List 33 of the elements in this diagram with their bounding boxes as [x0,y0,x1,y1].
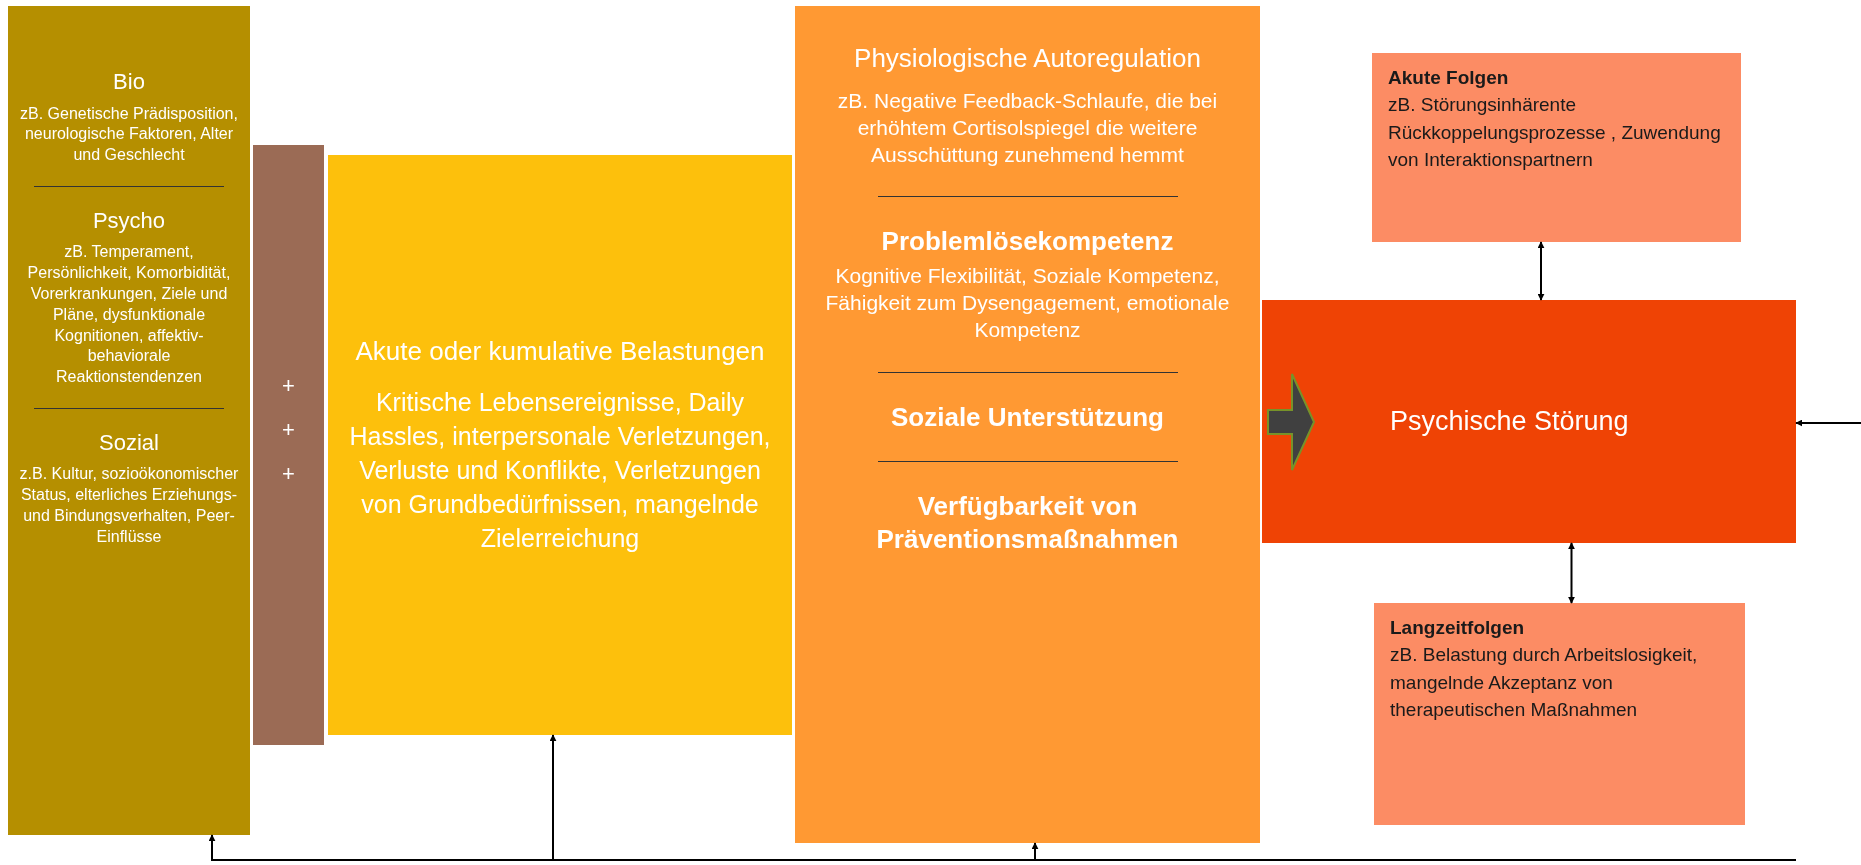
arrow [1568,542,1575,604]
box-text: Kognitive Flexibilität, Soziale Kompetenz, Fähigkeit zum Dysengagement, emotionale Kompetenz [824,262,1231,344]
arrow [1031,842,1797,861]
section-text: zB. Temperament, Persönlichkeit, Komorbidität, Vorerkrankungen, Ziele und Pläne, dysfunktionale Kognitionen, affektiv-behaviorale Reaktionstendenzen [26,242,232,388]
plus-sign: + [282,463,295,485]
box-text: zB. Störungsinhärente Rückkoppelungsprozesse , Zuwendung von Interaktionspartnern [1388,93,1722,173]
box-heading: Psychische Störung [1390,405,1629,439]
box-heading: Akute oder kumulative Belastungen [354,335,766,369]
box-heading: Soziale Unterstützung [890,400,1165,434]
arrow [1537,241,1545,301]
consequence-box [1372,53,1741,242]
section-heading: Bio [112,68,146,96]
box-heading: Verfügbarkeit von Präventionsmaßnahmen [875,490,1180,556]
section-heading: Psycho [91,206,167,235]
section-text: z.B. Kultur, sozioökonomischer Status, elterliches Erziehungs- und Bindungsverhalten, Peer-Einflüsse [18,464,240,547]
box-heading: Langzeitfolgen [1390,616,1526,640]
arrow [1795,419,1861,427]
factor-column [8,6,250,835]
stress-box [328,155,792,735]
resource-box [795,6,1260,843]
section-heading: Sozial [98,428,160,457]
disorder-box [1262,300,1796,543]
box-heading: Akute Folgen [1388,66,1510,90]
box-text: zB. Negative Feedback-Schlaufe, die bei erhöhtem Cortisolspiegel die weitere Ausschüttung zunehmend hemmt [836,87,1219,169]
consequence-box [1374,603,1745,825]
box-heading: Physiologische Autoregulation [853,42,1202,75]
box-text: Kritische Lebensereignisse, Daily Hassles, interpersonale Verletzungen, Verluste und Konflikte, Verletzungen von Grundbedürfnissen, mangelnde Zielerreichung [348,386,772,554]
plus-sign: + [282,419,295,441]
plus-sign: + [282,375,295,397]
section-text: zB. Genetische Prädisposition, neurologische Faktoren, Alter und Geschlecht [19,103,239,166]
box-heading: Problemlösekompetenz [880,225,1175,258]
box-text: zB. Belastung durch Arbeitslosigkeit, mangelnde Akzeptanz von therapeutischen Maßnahmen [1390,643,1699,723]
plus-bar [253,145,324,745]
